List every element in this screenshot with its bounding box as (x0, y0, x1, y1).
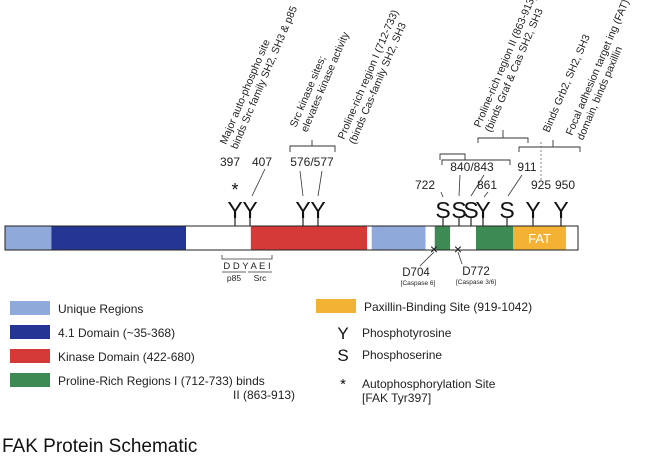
bar-segment-linker-1 (186, 226, 251, 250)
legend-paxillin-label-0: Paxillin-Binding Site (919-1042) (364, 300, 532, 314)
site-label-397: 397 (220, 155, 240, 169)
bar-segment-unique-region-1 (5, 226, 52, 250)
site-label-925: 925 (531, 178, 551, 192)
leader-line-2 (317, 170, 323, 197)
fat-label: FAT (528, 231, 551, 246)
bar-segment-linker-4 (450, 226, 477, 250)
legend-phosphoserine-label-0: Phosphoserine (362, 348, 442, 362)
site-label-407: 407 (252, 155, 272, 169)
caspase-sub-d704: [Caspase 6] (401, 280, 436, 287)
bar-segment-kinase-domain (250, 226, 368, 250)
autophospho-asterisk: * (231, 180, 238, 200)
site-label-911: 911 (517, 160, 536, 174)
pair-label-1: 840/843 (450, 160, 494, 174)
legend-kinase-domain-swatch (10, 349, 50, 363)
motif-bracket (221, 255, 273, 260)
pair-label-0: 576/577 (290, 155, 334, 169)
bar-segment-fat-domain (513, 226, 566, 250)
legend-proline-rich-swatch (10, 373, 50, 387)
site-glyph-722: S (435, 197, 450, 223)
bar-segment-linker-3 (425, 226, 435, 250)
bracket-2 (441, 159, 511, 165)
legend-41-domain-swatch (10, 325, 50, 339)
caspase-leader-d772 (457, 251, 463, 265)
site-label-950: 950 (555, 178, 575, 192)
caspase-label-d772: D772 (462, 266, 490, 278)
legend-proline-rich-label-1: II (863-913) (233, 388, 295, 402)
caspase-sub-d772: [Caspase 3/6] (456, 279, 496, 286)
leader-line-0 (251, 168, 266, 197)
site-label-861: 861 (477, 178, 497, 192)
bracket-0 (289, 145, 336, 152)
site-glyph-950: Y (553, 197, 568, 223)
bar-segment-proline-rich-2 (476, 226, 514, 250)
site-glyph-576: Y (295, 197, 310, 223)
bar-segment-linker-5 (565, 226, 578, 250)
legend-autophosphorylation-label-1: [FAK Tyr397] (362, 391, 431, 405)
leader-line-6 (483, 191, 489, 198)
figure-caption: FAK Protein Schematic (2, 436, 198, 457)
legend-proline-rich-label-0: Proline-Rich Regions I (712-733) binds (58, 374, 265, 388)
site-glyph-925: Y (525, 197, 540, 223)
bar-segment-unique-region-2 (371, 226, 426, 250)
annotation-src-kinase: Src kinase sites;elevates kinase activit… (288, 25, 352, 134)
bracket-3 (477, 137, 529, 143)
bracket-4 (518, 146, 581, 152)
legend-autophosphorylation-label-0: Autophosphorylation Site (362, 377, 496, 391)
bracket-1 (439, 153, 466, 160)
legend-kinase-domain-label-0: Kinase Domain (422-680) (58, 350, 195, 364)
site-glyph-577: Y (310, 197, 325, 223)
site-label-722: 722 (415, 178, 435, 192)
bar-outline (4, 225, 579, 251)
caspase-cleavage-sites: ×D704[Caspase 6]×D772[Caspase 3/6] (401, 241, 497, 287)
leader-line-1 (299, 170, 304, 197)
annotation-397: Major auto-phospho sitebinds Src family … (218, 0, 300, 151)
legend-unique-regions-label-0: Unique Regions (58, 302, 143, 316)
site-annotations: Major auto-phospho sitebinds Src family … (218, 0, 632, 151)
site-glyph-407: Y (242, 197, 257, 223)
site-glyph-861: Y (475, 197, 490, 223)
site-glyph-397: Y (227, 197, 242, 223)
protein-bar: FAT (4, 225, 579, 251)
annotation-397-line-1: binds Src family SH2, SH3 & p85 (229, 4, 300, 151)
annotation-proline-1-line-0: Proline-rich region I (712-733) (336, 8, 402, 141)
caspase-leader-d704 (419, 251, 435, 267)
caspase-mark-d704: × (430, 241, 438, 257)
bar-segment-linker-2 (367, 226, 372, 250)
motif-src-label: Src (254, 273, 268, 283)
site-glyph-840: S (451, 197, 466, 223)
leader-line-5 (470, 174, 485, 197)
site-glyph-911: S (499, 197, 514, 223)
legend: Unique Regions 4.1 Domain (~35-368) Kinase… (10, 299, 532, 405)
legend-phosphotyrosine-symbol: Y (337, 324, 348, 343)
site-glyph-843: S (463, 197, 478, 223)
bar-segment-domain-41 (51, 226, 187, 250)
legend-unique-regions-swatch (10, 301, 50, 315)
legend-phosphotyrosine-label-0: Phosphotyrosine (362, 326, 452, 340)
caspase-label-d704: D704 (402, 267, 430, 279)
legend-phosphoserine-symbol: S (337, 346, 348, 365)
motif-sequence: D D Y A E I (223, 261, 270, 272)
leader-line-3 (440, 191, 444, 198)
legend-paxillin-swatch (316, 299, 356, 313)
motif-p85-label: p85 (227, 273, 241, 283)
annotation-proline-2: Proline-rich region II (863-913)(binds G… (472, 0, 550, 134)
legend-autophosphorylation-symbol: * (340, 376, 346, 393)
leader-line-4 (458, 174, 461, 197)
leader-line-7 (507, 174, 523, 197)
bar-segment-proline-rich-1 (434, 226, 451, 250)
annotation-proline-1: Proline-rich region I (712-733)(binds Ca… (336, 8, 413, 146)
legend-41-domain-label-0: 4.1 Domain (~35-368) (58, 326, 175, 340)
caspase-mark-d772: × (454, 241, 462, 257)
